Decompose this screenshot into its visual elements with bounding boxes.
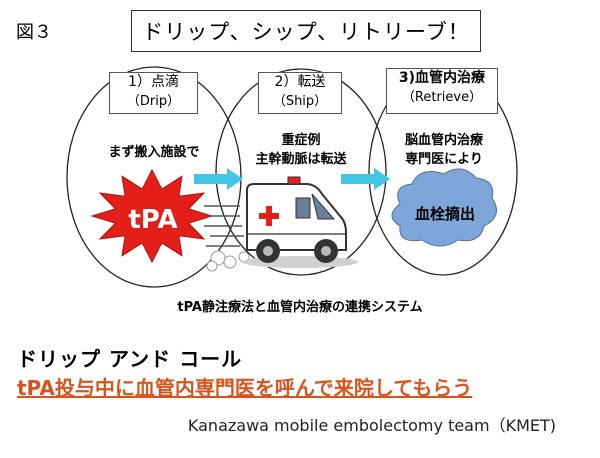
stage-drip-label: 1）点滴 （Drip）: [109, 72, 198, 114]
slogan-sub: tPA投与中に血管内専門医を呼んで来院してもらう: [17, 376, 473, 400]
ambulance-icon: [204, 176, 358, 272]
arrow-right-icon: [194, 168, 243, 190]
stage-ship-ellipse: [215, 68, 387, 276]
stage-retrieve-description: 脳血管内治療 専門医により: [404, 133, 483, 167]
diagram-title: ドリップ、シップ、リトリーブ！: [131, 10, 481, 52]
stage-retrieve-label: 3)血管内治療 （Retrieve）: [386, 68, 498, 114]
starburst-shape: [90, 168, 214, 264]
system-caption: tPA静注療法と血管内治療の連携システム: [177, 300, 423, 315]
stage-drip-description: まず搬入施設で: [108, 145, 200, 160]
figure-label: 図３: [16, 22, 52, 43]
stage-ship-label: 2）転送 （Ship）: [258, 72, 342, 114]
stage-ship-description: 重症例 主幹動脈は転送: [255, 133, 347, 167]
slogan-main: ドリップ アンド コール: [17, 347, 243, 371]
tpa-badge-text: tPA: [128, 205, 177, 235]
team-credit: Kanazawa mobile embolectomy team（KMET): [187, 416, 556, 435]
embolectomy-badge-text: 血栓摘出: [415, 205, 475, 223]
arrow-right-icon: [341, 168, 390, 190]
stage-drip-ellipse: [66, 66, 242, 288]
cloud-shape: [391, 168, 497, 247]
